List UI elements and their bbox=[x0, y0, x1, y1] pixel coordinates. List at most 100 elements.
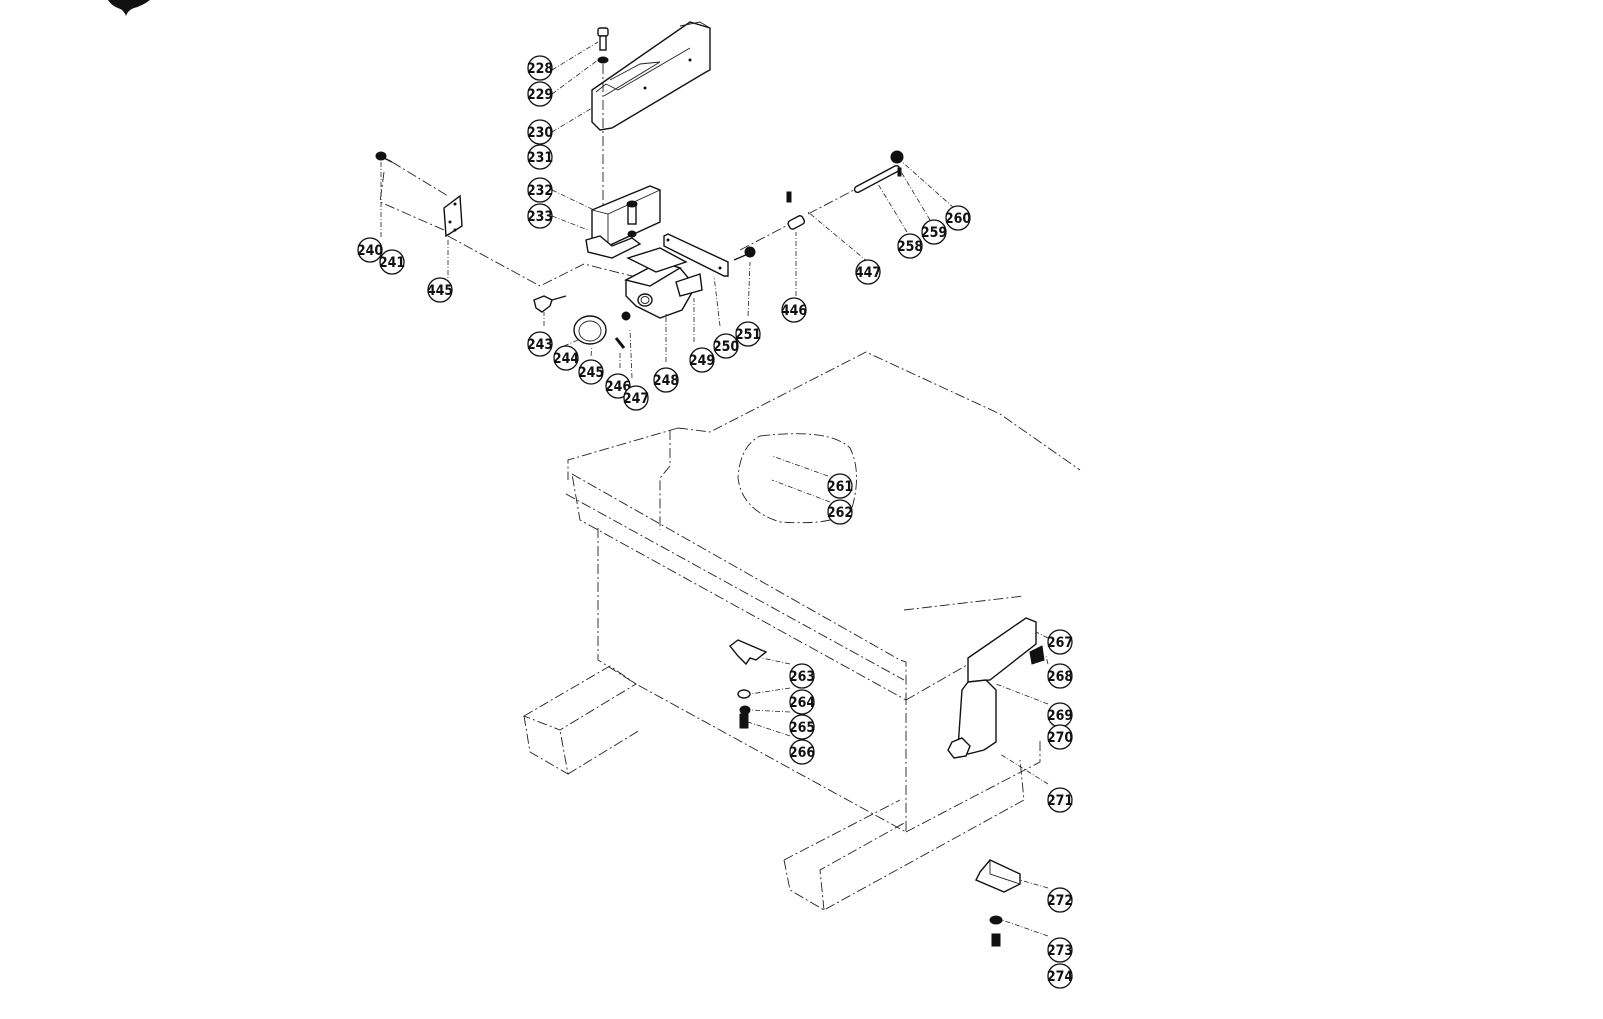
callout-circle bbox=[855, 259, 881, 285]
bracket-272 bbox=[975, 859, 1021, 947]
callout-circle bbox=[527, 81, 553, 107]
callout-240: 240 bbox=[357, 237, 384, 263]
tilt-guard bbox=[947, 617, 1045, 759]
callout-260: 260 bbox=[945, 205, 972, 231]
callout-248: 248 bbox=[653, 367, 679, 393]
corner-mark-icon bbox=[108, 0, 150, 16]
callout-circle bbox=[921, 219, 947, 245]
callout-circle bbox=[897, 233, 923, 259]
callout-number: 250 bbox=[713, 339, 740, 355]
callout-number: 271 bbox=[1047, 793, 1073, 809]
callout-number: 261 bbox=[827, 479, 853, 495]
callout-261: 261 bbox=[827, 473, 853, 499]
rod-assembly bbox=[786, 150, 904, 230]
callout-circle bbox=[527, 331, 553, 357]
callout-circle bbox=[527, 177, 553, 203]
callout-circle bbox=[789, 714, 815, 740]
callout-446: 446 bbox=[781, 297, 808, 323]
callout-232: 232 bbox=[527, 177, 553, 203]
callout-number: 232 bbox=[527, 183, 553, 199]
callout-number: 445 bbox=[427, 283, 453, 299]
callout-230: 230 bbox=[527, 119, 554, 145]
plate-445 bbox=[443, 194, 463, 238]
callout-circle bbox=[1047, 663, 1073, 689]
callout-circle bbox=[945, 205, 971, 231]
callout-265: 265 bbox=[789, 714, 815, 740]
callout-251: 251 bbox=[735, 321, 761, 347]
screw-251 bbox=[733, 246, 756, 261]
callout-circle bbox=[1047, 787, 1073, 813]
callout-447: 447 bbox=[855, 259, 881, 285]
callout-245: 245 bbox=[578, 359, 604, 385]
callout-number: 228 bbox=[527, 61, 553, 77]
callout-number: 260 bbox=[945, 211, 972, 227]
callout-273: 273 bbox=[1047, 937, 1073, 963]
callout-circle bbox=[689, 347, 715, 373]
callout-circle bbox=[827, 499, 853, 525]
callout-269: 269 bbox=[1047, 702, 1073, 728]
callout-264: 264 bbox=[789, 689, 815, 715]
callout-271: 271 bbox=[1047, 787, 1073, 813]
callout-250: 250 bbox=[713, 333, 740, 359]
callout-270: 270 bbox=[1047, 724, 1074, 750]
callout-circle bbox=[1047, 937, 1073, 963]
callout-circle bbox=[527, 203, 553, 229]
callout-number: 251 bbox=[735, 327, 761, 343]
callout-circle bbox=[553, 345, 579, 371]
callout-circle bbox=[789, 663, 815, 689]
callout-229: 229 bbox=[527, 81, 553, 107]
callout-circle bbox=[735, 321, 761, 347]
callout-246: 246 bbox=[605, 373, 632, 399]
callout-244: 244 bbox=[553, 345, 580, 371]
callout-number: 265 bbox=[789, 720, 815, 736]
callout-circle bbox=[427, 277, 453, 303]
callout-number: 262 bbox=[827, 505, 853, 521]
callout-272: 272 bbox=[1047, 887, 1073, 913]
table-outline bbox=[522, 351, 1081, 911]
callout-number: 270 bbox=[1047, 730, 1074, 746]
callout-243: 243 bbox=[527, 331, 553, 357]
callout-number: 230 bbox=[527, 125, 554, 141]
callout-231: 231 bbox=[527, 144, 553, 170]
guard-bracket bbox=[585, 185, 661, 259]
callout-circle bbox=[713, 333, 739, 359]
callout-circle bbox=[578, 359, 604, 385]
callout-circle bbox=[1047, 724, 1073, 750]
callout-number: 240 bbox=[357, 243, 384, 259]
callout-241: 241 bbox=[379, 249, 405, 275]
callout-circle bbox=[527, 119, 553, 145]
callout-274: 274 bbox=[1047, 963, 1074, 989]
callout-262: 262 bbox=[827, 499, 853, 525]
callout-number: 243 bbox=[527, 337, 553, 353]
callout-circle bbox=[605, 373, 631, 399]
callout-258: 258 bbox=[897, 233, 923, 259]
callout-number: 233 bbox=[527, 209, 553, 225]
callout-445: 445 bbox=[427, 277, 453, 303]
callout-number: 266 bbox=[789, 745, 816, 761]
bar-249 bbox=[663, 233, 729, 277]
callout-number: 258 bbox=[897, 239, 923, 255]
callout-259: 259 bbox=[921, 219, 947, 245]
callout-number: 274 bbox=[1047, 969, 1074, 985]
callout-number: 244 bbox=[553, 351, 580, 367]
guard-arm bbox=[591, 21, 711, 131]
callout-number: 241 bbox=[379, 255, 405, 271]
callout-circle bbox=[789, 739, 815, 765]
callout-number: 447 bbox=[855, 265, 881, 281]
callout-number: 269 bbox=[1047, 708, 1073, 724]
callout-circle bbox=[781, 297, 807, 323]
callout-circle bbox=[1047, 887, 1073, 913]
callout-circle bbox=[1047, 629, 1073, 655]
callout-number: 245 bbox=[578, 365, 604, 381]
callout-249: 249 bbox=[689, 347, 715, 373]
callout-number: 247 bbox=[623, 391, 649, 407]
callout-number: 246 bbox=[605, 379, 632, 395]
callout-circle bbox=[357, 237, 383, 263]
callout-268: 268 bbox=[1047, 663, 1073, 689]
callout-circle bbox=[789, 689, 815, 715]
screw-228 bbox=[597, 27, 609, 64]
callout-circle bbox=[623, 385, 649, 411]
callout-circle bbox=[379, 249, 405, 275]
callout-number: 446 bbox=[781, 303, 808, 319]
